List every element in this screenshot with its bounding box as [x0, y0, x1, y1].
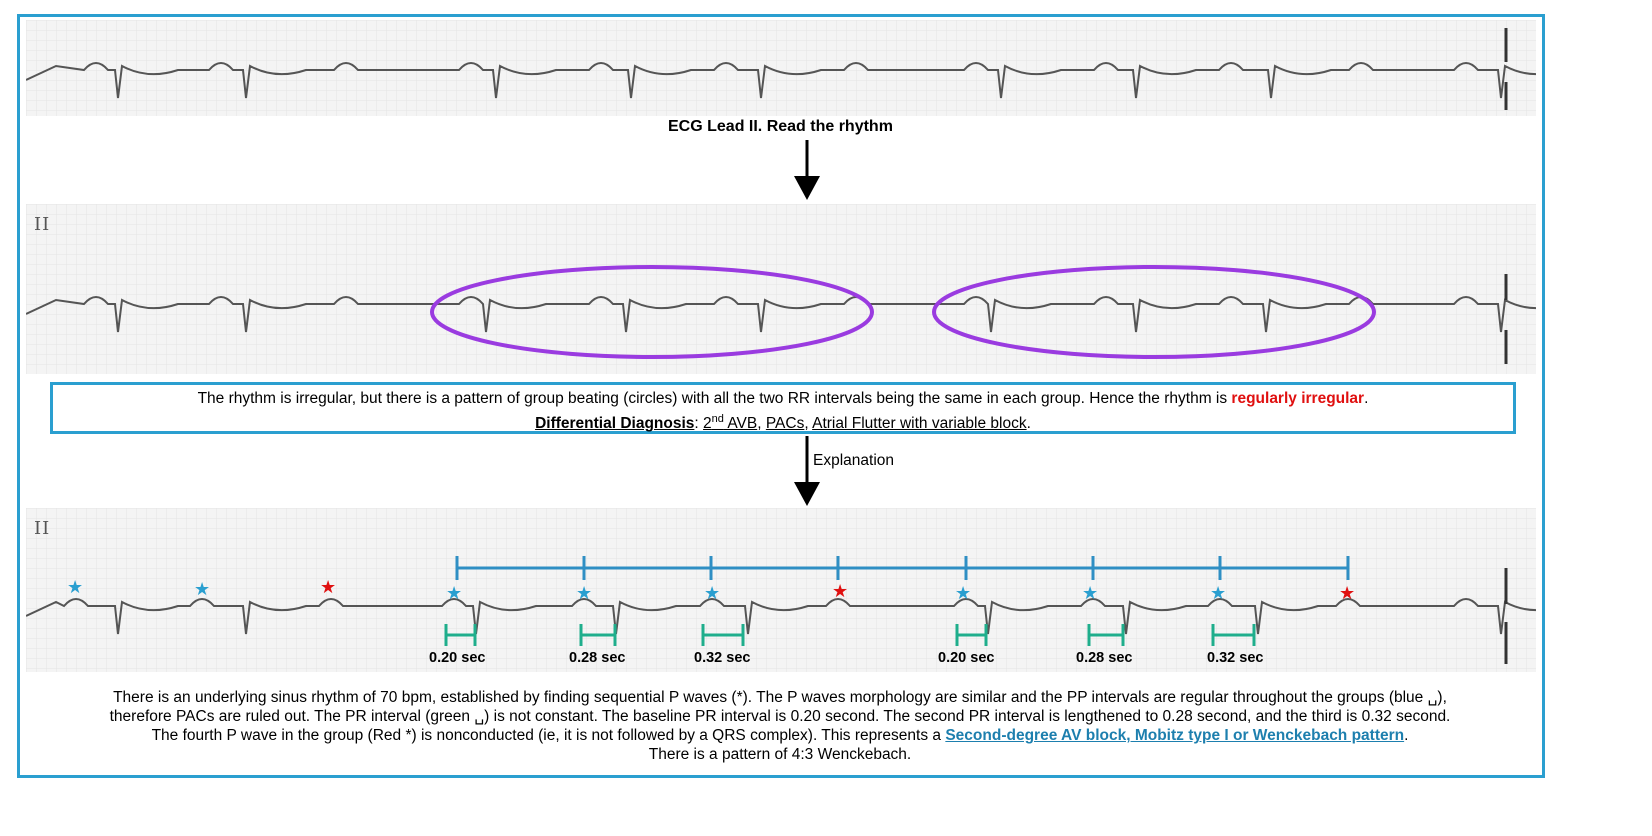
p-wave-star-icon: ★ — [446, 583, 463, 603]
dd-item-avb-sup: nd — [711, 413, 724, 425]
pr-bracket-3 — [701, 624, 745, 646]
caption-read-rhythm: ECG Lead II. Read the rhythm — [668, 118, 893, 135]
p-wave-star-icon: ★ — [1082, 583, 1099, 603]
regularly-irregular-label: regularly irregular — [1231, 390, 1365, 407]
summary-line-1: The rhythm is irregular, but there is a … — [53, 388, 1513, 409]
wenckebach-link[interactable]: Second-degree AV block, Mobitz type I or… — [945, 727, 1405, 744]
ecg-trace-top — [26, 62, 1536, 99]
explanation-label: Explanation — [813, 452, 895, 469]
pr-label-2: 0.28 sec — [569, 650, 626, 666]
p-wave-star-icon: ★ — [576, 583, 593, 603]
p-wave-star-icon: ★ — [704, 583, 721, 603]
pp-interval-bracket — [455, 556, 1350, 580]
dd-item-atrial-flutter: Atrial Flutter with variable block — [812, 415, 1027, 433]
pr-label-1: 0.20 sec — [429, 650, 486, 666]
blocked-p-wave-star-icon: ★ — [1339, 583, 1356, 603]
ecg-strip-bottom — [26, 508, 1536, 672]
summary-period: . — [1364, 390, 1369, 407]
ecg-strip-top — [26, 20, 1536, 116]
dd-separator: , — [757, 415, 766, 433]
pr-interval-brackets — [444, 624, 1256, 646]
summary-line-2: Differential Diagnosis: 2nd AVB, PACs, A… — [53, 409, 1513, 434]
ecg-trace-middle — [26, 296, 1536, 333]
dd-separator: , — [804, 415, 813, 433]
p-wave-star-icon: ★ — [955, 583, 972, 603]
blocked-p-wave-star-icon: ★ — [832, 581, 849, 601]
pr-bracket-4 — [955, 624, 988, 646]
explanation-line-3-text: The fourth P wave in the group (Red *) i… — [151, 727, 946, 744]
p-wave-star-icon: ★ — [194, 579, 211, 599]
pr-bracket-2 — [579, 624, 617, 646]
p-wave-star-icon: ★ — [1210, 583, 1227, 603]
group-circle-2 — [932, 265, 1376, 359]
summary-box: The rhythm is irregular, but there is a … — [50, 382, 1516, 434]
pr-bracket-5 — [1087, 624, 1125, 646]
blocked-p-wave-star-icon: ★ — [320, 577, 337, 597]
dd-colon: : — [694, 415, 704, 433]
ecg-strip-middle — [26, 204, 1536, 374]
lead-label-bottom: II — [34, 518, 51, 539]
differential-diagnosis-label: Differential Diagnosis — [535, 415, 695, 433]
explanation-paragraph: There is an underlying sinus rhythm of 7… — [20, 688, 1540, 764]
dd-item-avb-text: AVB — [723, 415, 758, 433]
dd-period: . — [1026, 415, 1031, 433]
ecg-strip-bottom-svg — [26, 508, 1536, 672]
figure-frame — [17, 14, 1545, 778]
arrow-down-icon — [794, 436, 820, 506]
pr-bracket-1 — [444, 624, 477, 646]
explanation-period: . — [1404, 727, 1409, 744]
arrow-down-icon — [794, 140, 820, 200]
ecg-strip-top-svg — [26, 20, 1536, 116]
dd-item-pacs: PACs — [765, 415, 805, 433]
dd-item-avb: 2nd AVB — [703, 413, 758, 433]
pr-bracket-6 — [1211, 624, 1256, 646]
explanation-line-2: therefore PACs are ruled out. The PR int… — [109, 708, 1451, 725]
explanation-line-4: There is a pattern of 4:3 Wenckebach. — [648, 746, 912, 763]
lead-label-middle: II — [34, 214, 51, 235]
group-circle-1 — [430, 265, 874, 359]
pr-label-6: 0.32 sec — [1207, 650, 1264, 666]
p-wave-star-icon: ★ — [67, 577, 84, 597]
pr-label-3: 0.32 sec — [694, 650, 751, 666]
ecg-strip-middle-svg — [26, 204, 1536, 374]
pr-label-4: 0.20 sec — [938, 650, 995, 666]
dd-item-avb-num: 2 — [703, 415, 712, 433]
ecg-trace-bottom — [26, 598, 1536, 635]
explanation-line-1: There is an underlying sinus rhythm of 7… — [113, 689, 1447, 706]
explanation-line-3: The fourth P wave in the group (Red *) i… — [20, 726, 1540, 745]
summary-text: The rhythm is irregular, but there is a … — [197, 390, 1232, 407]
pr-label-5: 0.28 sec — [1076, 650, 1133, 666]
